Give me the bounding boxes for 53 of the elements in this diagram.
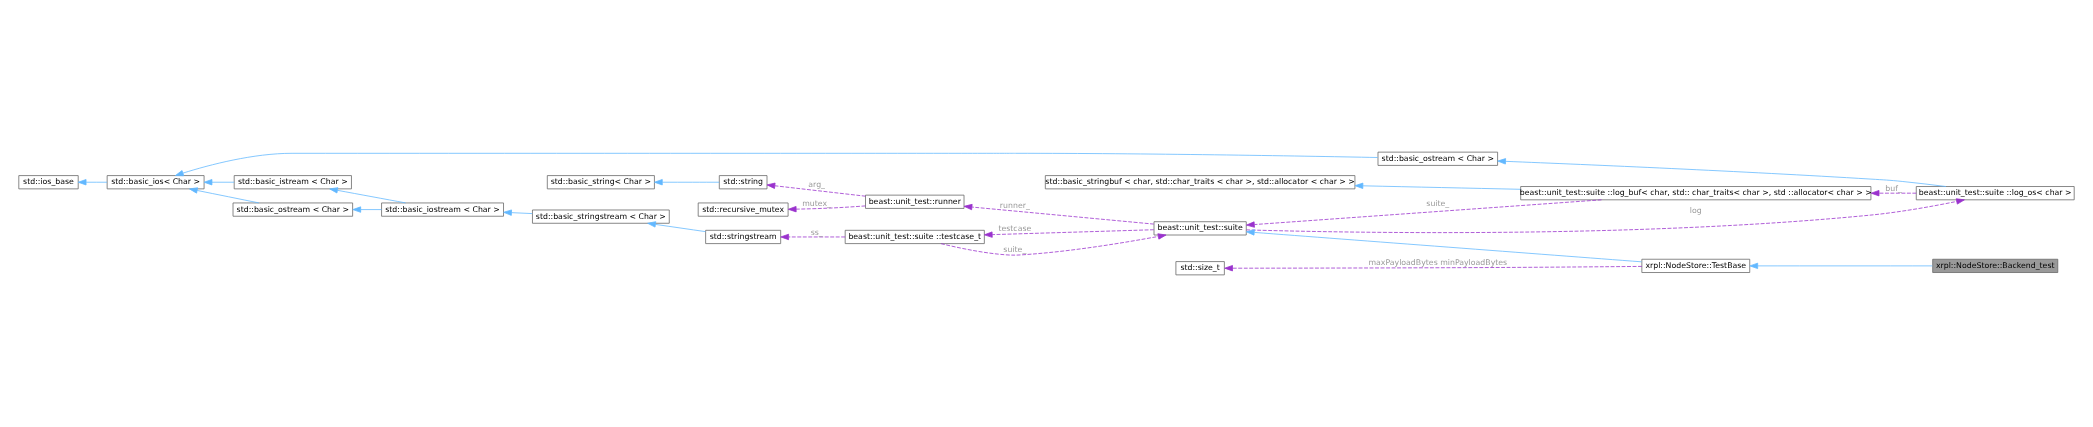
edge-label: ss_ bbox=[810, 227, 823, 237]
node-box: beast::unit_test::suite ::log_os< char > bbox=[1915, 186, 2075, 201]
arrow bbox=[503, 209, 533, 216]
node-box: std::basic_ostream < Char > bbox=[1377, 151, 1498, 166]
arrow bbox=[189, 187, 260, 204]
arrow bbox=[983, 229, 1155, 238]
node-box: xrpl::NodeStore::Backend_test bbox=[1932, 258, 2059, 273]
node-box: std::recursive_mutex bbox=[697, 202, 789, 217]
node-box: beast::unit_test::suite ::testcase_t bbox=[844, 229, 985, 244]
node-box: std::basic_iostream < Char > bbox=[381, 202, 504, 217]
edge-label: mutex_ bbox=[802, 198, 832, 208]
arrow bbox=[1870, 190, 1917, 197]
edge-label: maxPayloadBytes minPayloadBytes bbox=[1368, 258, 1508, 268]
arrow bbox=[1354, 182, 1521, 190]
edge-label: testcase bbox=[998, 224, 1032, 234]
arrow bbox=[647, 221, 706, 232]
node-box: beast::unit_test::suite ::log_buf< char, std:: char_traits< char >, std ::allocator< char > > bbox=[1520, 186, 1872, 201]
arrow bbox=[1749, 262, 1933, 269]
node-box: std::basic_stringstream < Char > bbox=[532, 209, 670, 224]
arrow bbox=[1246, 229, 1643, 263]
arrow bbox=[1497, 158, 1947, 187]
node-box: std::size_t bbox=[1175, 261, 1225, 276]
node-box: beast::unit_test::runner bbox=[865, 194, 965, 209]
edge-label: arg_ bbox=[808, 179, 825, 189]
edge-label: buf_ bbox=[1885, 183, 1902, 193]
node-box: std::stringstream bbox=[705, 229, 782, 244]
node-box: std::basic_ostream < Char > bbox=[232, 202, 354, 217]
arrow bbox=[175, 152, 1379, 177]
arrow bbox=[963, 203, 1155, 225]
node-box: std::string bbox=[718, 175, 768, 190]
arrow bbox=[787, 205, 866, 213]
node-box: std::basic_ios< Char > bbox=[106, 175, 205, 190]
edge-label: log bbox=[1689, 205, 1702, 215]
arrow bbox=[766, 182, 866, 197]
arrow bbox=[77, 179, 108, 186]
node-box: std::ios_base bbox=[18, 175, 79, 190]
edge-label: suite_ bbox=[1426, 198, 1450, 208]
node-box: std::basic_istream < Char > bbox=[233, 175, 352, 190]
node-box: beast::unit_test::suite bbox=[1153, 221, 1247, 236]
arrow bbox=[1245, 198, 1965, 233]
edge-label: suite_ bbox=[1003, 244, 1027, 254]
arrow bbox=[654, 179, 720, 186]
arrow bbox=[203, 179, 235, 186]
arrow bbox=[780, 233, 846, 241]
arrow bbox=[1224, 265, 1643, 272]
edge-label: runner_ bbox=[999, 201, 1030, 211]
node-box: xrpl::NodeStore::TestBase bbox=[1641, 258, 1751, 273]
arrow bbox=[329, 187, 406, 204]
node-box: std::basic_string< Char > bbox=[546, 175, 655, 190]
arrow bbox=[1246, 199, 1602, 228]
node-box: std::basic_stringbuf < char, std::char_traits < char >, std::allocator < char > > bbox=[1044, 175, 1356, 190]
arrow bbox=[352, 206, 382, 213]
arrow bbox=[940, 233, 1167, 256]
